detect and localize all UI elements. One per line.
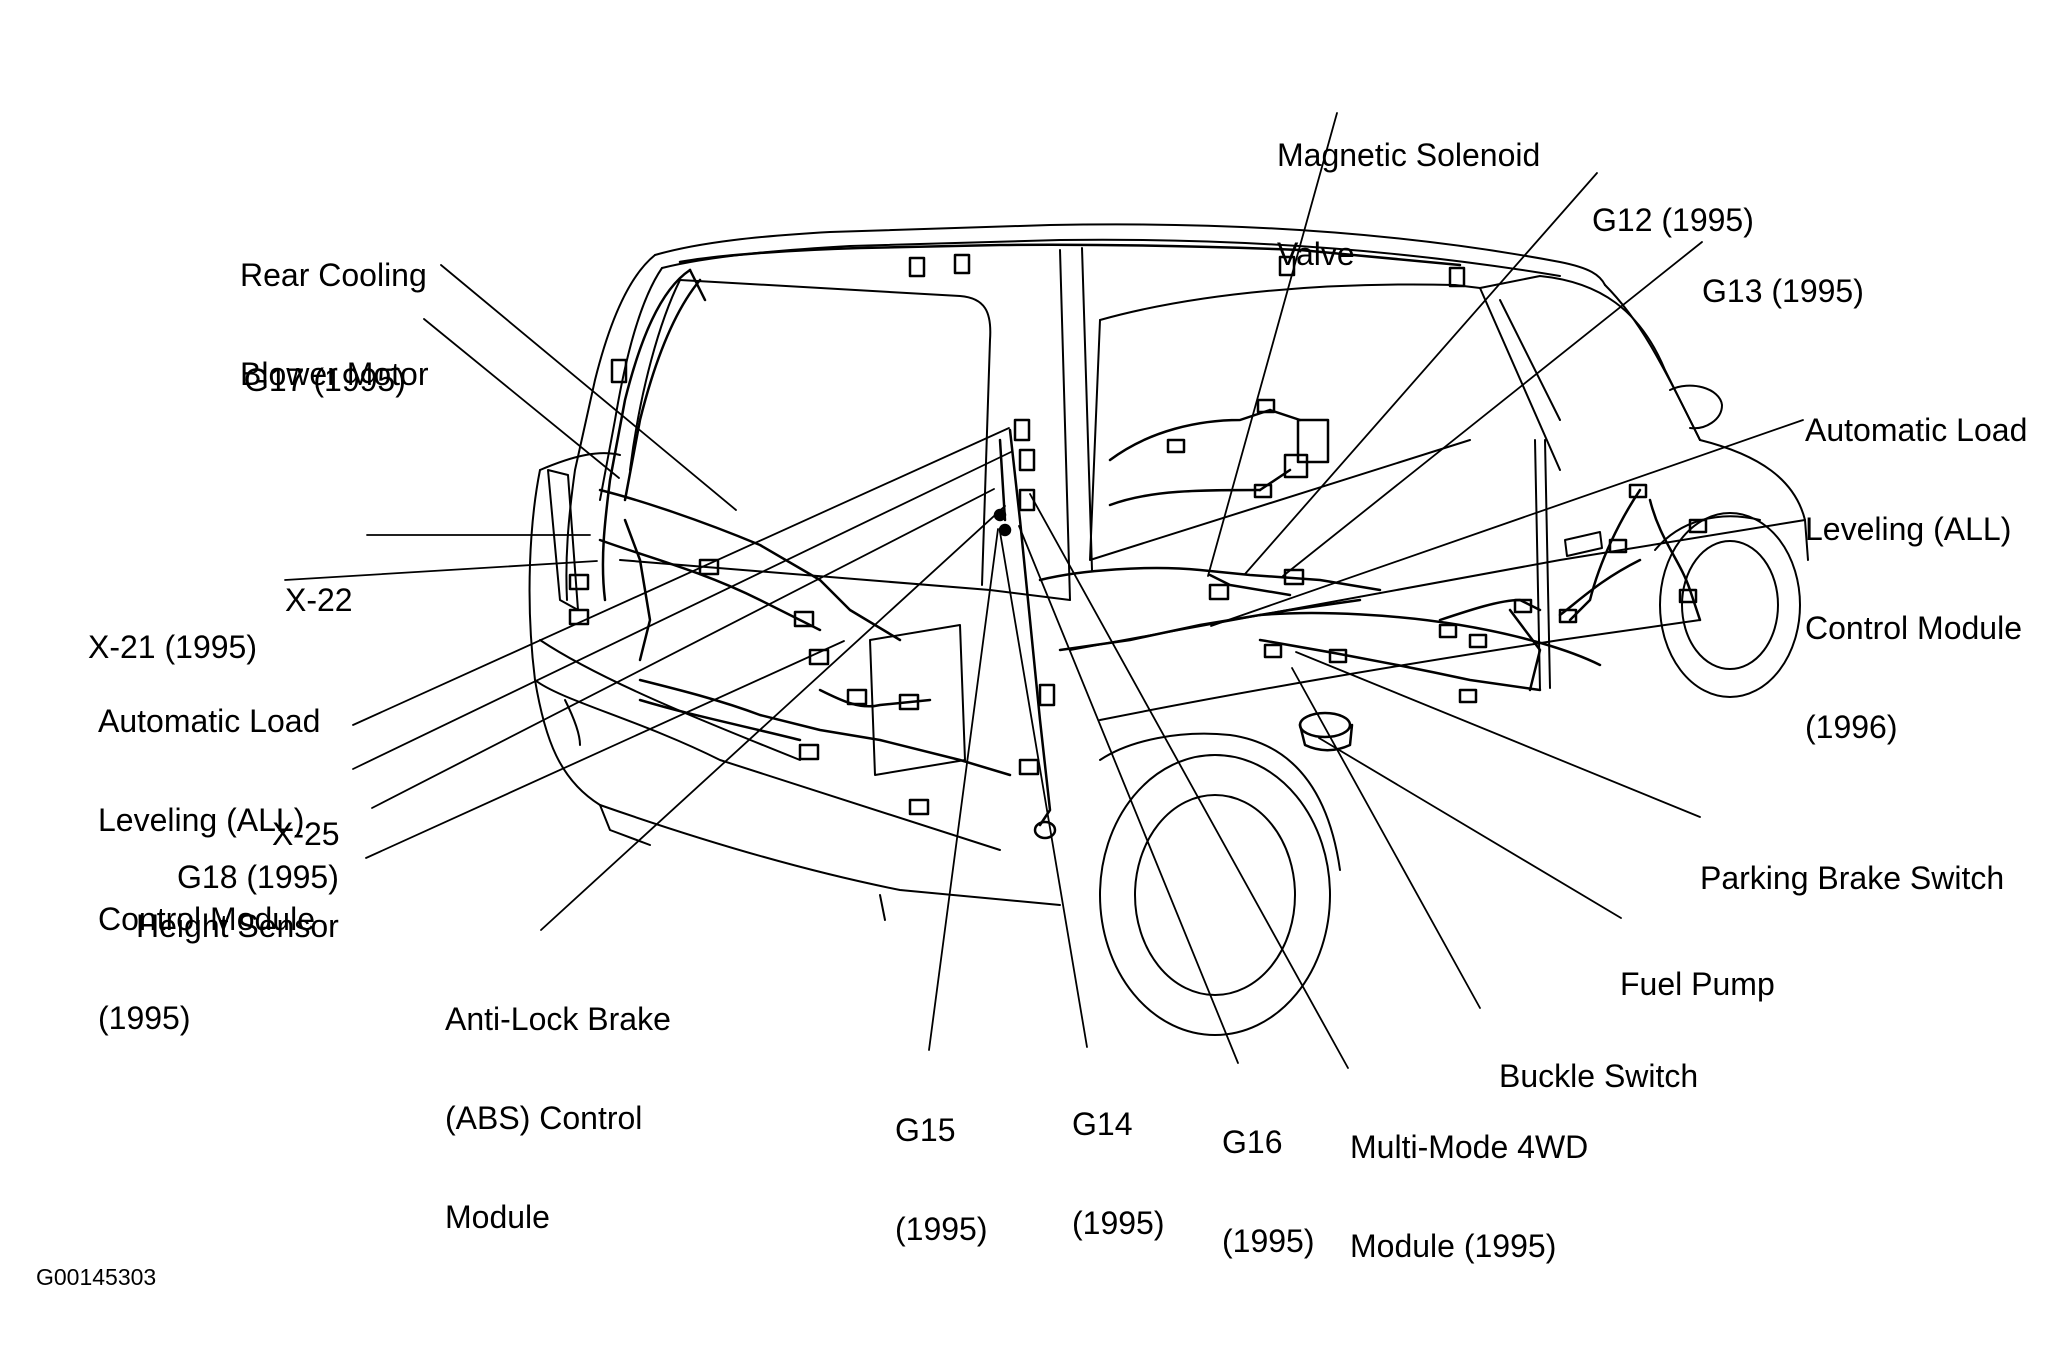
leader-auto-load-1996	[1210, 419, 1804, 627]
leader-g12	[1244, 172, 1598, 575]
label-magnetic-solenoid-valve: Magnetic Solenoid Valve	[1277, 137, 1541, 272]
wiring-harness	[568, 243, 1708, 840]
leader-g16	[1018, 525, 1239, 1064]
leader-g15	[928, 528, 999, 1051]
leader-buckle-switch	[1291, 667, 1481, 1009]
label-fuel-pump: Fuel Pump	[1620, 966, 1775, 1002]
leader-x25	[352, 451, 1012, 770]
label-x25: X-25	[272, 816, 340, 852]
label-g18: G18 (1995)	[177, 859, 339, 895]
label-x21: X-21 (1995)	[88, 629, 257, 665]
label-g13: G13 (1995)	[1702, 273, 1864, 309]
leader-height-sensor	[365, 640, 845, 859]
label-g17: G17 (1995)	[244, 362, 406, 398]
leader-auto-load-1995	[352, 427, 1010, 726]
label-parking-brake-switch: Parking Brake Switch	[1700, 860, 2005, 896]
label-g14: G14 (1995)	[1072, 1106, 1165, 1241]
leader-x21	[284, 560, 598, 581]
label-multi-mode-4wd-module: Multi-Mode 4WD Module (1995)	[1350, 1129, 1589, 1264]
leader-fuel-pump	[1318, 737, 1622, 919]
leader-magnetic-solenoid-valve	[1207, 112, 1338, 577]
leader-g13	[1282, 241, 1703, 577]
figure-id: G00145303	[36, 1264, 157, 1290]
label-auto-load-leveling-1995: Automatic Load Leveling (ALL) Control Mo…	[98, 703, 321, 1036]
leader-lines	[284, 112, 1804, 1069]
label-abs-control-module: Anti-Lock Brake (ABS) Control Module	[445, 1001, 671, 1235]
leader-rear-cooling	[440, 264, 737, 511]
label-g15: G15 (1995)	[895, 1112, 988, 1247]
label-height-sensor: Height Sensor	[136, 908, 339, 944]
leader-g14	[999, 531, 1088, 1048]
label-g16: G16 (1995)	[1222, 1124, 1315, 1259]
leader-g18	[371, 488, 995, 809]
leader-parking-brake	[1295, 651, 1701, 818]
label-x22: X-22	[285, 582, 353, 618]
leader-g17	[423, 318, 620, 479]
label-auto-load-leveling-1996: Automatic Load Leveling (ALL) Control Mo…	[1805, 412, 2028, 745]
leader-abs	[540, 505, 1006, 931]
label-g12: G12 (1995)	[1592, 202, 1754, 238]
label-buckle-switch: Buckle Switch	[1499, 1058, 1699, 1094]
leader-multi-mode-4wd	[1029, 493, 1349, 1069]
label-rear-cooling-blower-motor: Rear Cooling Blower Motor	[240, 257, 429, 392]
